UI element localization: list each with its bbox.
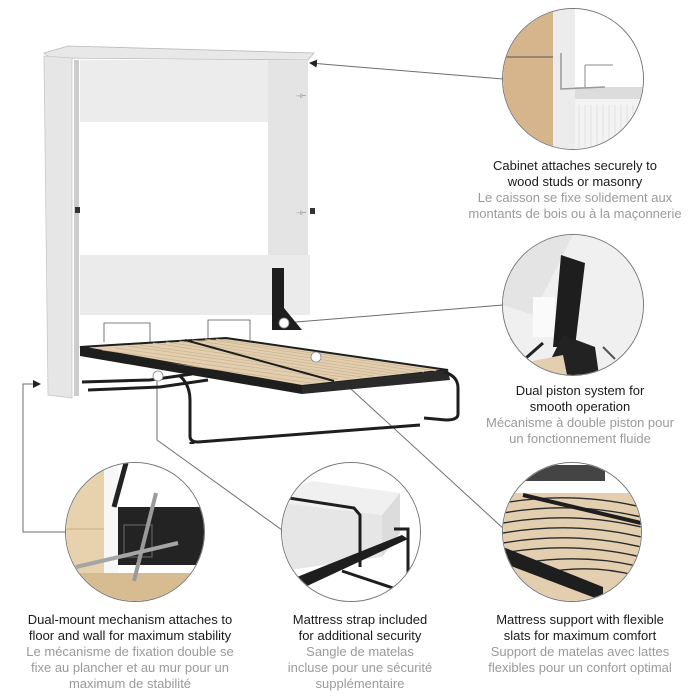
callout-dual-mount: Dual-mount mechanism attaches to floor a… — [0, 612, 260, 692]
callout-text-fr: incluse pour une sécurité — [287, 660, 433, 675]
callout-text-fr: Le caisson se fixe solidement aux — [477, 190, 673, 205]
detail-mattress-strap-image — [281, 462, 421, 602]
callout-text-fr: maximum de stabilité — [68, 676, 192, 691]
detail-dual-mount-image — [65, 462, 205, 602]
callout-title-en: Mattress support with flexible — [496, 612, 664, 627]
callout-text-fr: un fonctionnement fluide — [509, 431, 651, 446]
callout-title-en: wood studs or masonry — [507, 174, 643, 189]
callout-text-fr: Mécanisme à double piston pour — [486, 415, 674, 430]
detail-dual-piston-image — [502, 234, 644, 376]
callout-title-en: Mattress strap included — [292, 612, 428, 627]
callout-text-fr: Support de matelas avec lattes — [490, 644, 670, 659]
wall-bed-illustration: ⊣⊢ ⊣⊢ — [43, 45, 460, 444]
callout-title-en: Cabinet attaches securely to — [492, 158, 658, 173]
callout-text-fr: supplémentaire — [315, 676, 405, 691]
callout-text-fr: Sangle de matelas — [306, 644, 414, 659]
callout-dual-piston: Dual piston system for smooth operation … — [460, 383, 700, 447]
callout-text-fr: fixe au plancher et au mur pour un — [30, 660, 229, 675]
callout-text-fr: Le mécanisme de fixation double se — [26, 644, 234, 659]
callout-title-en: floor and wall for maximum stability — [28, 628, 232, 643]
callout-title-en: Dual-mount mechanism attaches to — [27, 612, 233, 627]
callout-title-en: slats for maximum comfort — [503, 628, 657, 643]
callout-cabinet-attach: Cabinet attaches securely to wood studs … — [450, 158, 700, 222]
detail-cabinet-attach-image — [502, 8, 644, 150]
svg-text:⊣⊢: ⊣⊢ — [296, 93, 306, 100]
callout-mattress-strap: Mattress strap included for additional s… — [260, 612, 460, 692]
callout-title-en: smooth operation — [529, 399, 631, 414]
callout-flexible-slats: Mattress support with flexible slats for… — [460, 612, 700, 676]
callout-text-fr: montants de bois ou à la maçonnerie — [468, 206, 682, 221]
svg-text:⊣⊢: ⊣⊢ — [296, 210, 306, 217]
callout-text-fr: flexibles pour un confort optimal — [488, 660, 672, 675]
detail-flexible-slats-image — [502, 462, 642, 602]
callout-title-en: for additional security — [298, 628, 422, 643]
callout-title-en: Dual piston system for — [515, 383, 645, 398]
